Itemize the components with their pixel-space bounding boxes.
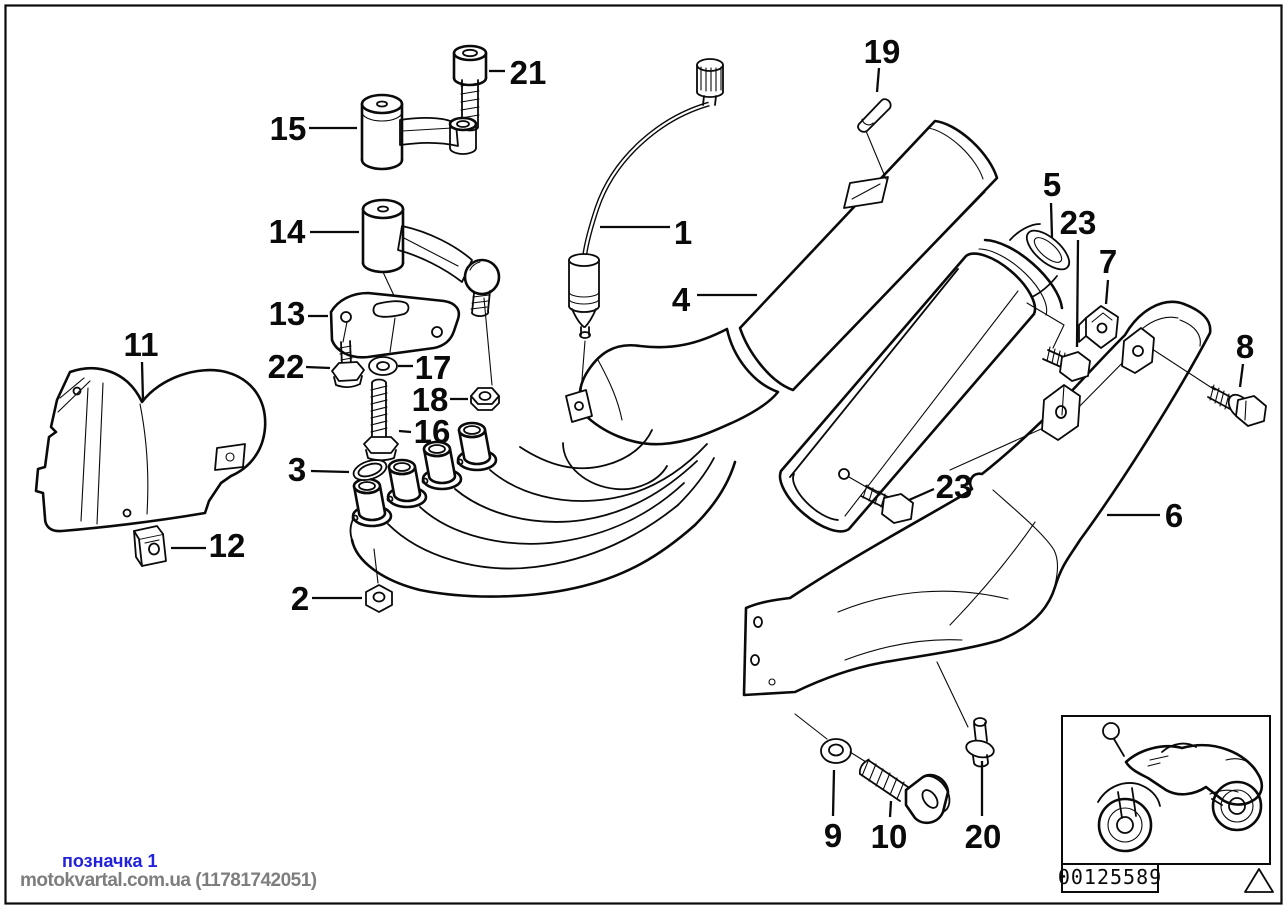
watermark-source: motokvartal.com.ua (11781742051) <box>20 870 317 891</box>
part-exhaust-manifold <box>349 421 737 598</box>
part-1-lambda-sensor <box>565 58 724 423</box>
part-23-bolt-upper <box>1042 346 1091 382</box>
part-20-rivet <box>936 661 995 768</box>
callout-label-7: 7 <box>1099 243 1117 280</box>
callout-label-23-upper: 23 <box>1060 204 1097 241</box>
callout-label-5: 5 <box>1043 166 1061 203</box>
callout-label-23-lower: 23 <box>936 468 973 505</box>
part-16-long-bolt <box>363 378 399 462</box>
part-18-hex-nut <box>470 387 500 411</box>
part-14-link-ball-joint <box>361 198 501 386</box>
thumbnail-box: 00125589 <box>1058 715 1274 893</box>
callout-label-16: 16 <box>414 413 451 450</box>
part-13-bracket-plate <box>329 291 461 359</box>
part-15-link <box>360 93 478 171</box>
callout-label-4: 4 <box>672 281 691 318</box>
lambda-boss <box>565 389 593 423</box>
callout-leaders <box>140 67 1245 818</box>
callout-label-21: 21 <box>510 54 547 91</box>
part-6-heat-shield <box>742 300 1212 697</box>
callout-label-19: 19 <box>864 33 901 70</box>
manifold-port-cup <box>386 458 428 509</box>
callout-label-18: 18 <box>412 381 449 418</box>
callout-label-10: 10 <box>871 818 908 855</box>
callout-label-17: 17 <box>415 349 452 386</box>
callout-label-22: 22 <box>268 348 305 385</box>
callout-label-12: 12 <box>209 527 246 564</box>
part-17-washer <box>368 356 398 376</box>
callout-label-3: 3 <box>288 451 306 488</box>
callout-label-14: 14 <box>269 213 306 250</box>
callout-label-9: 9 <box>824 817 842 854</box>
callout-label-15: 15 <box>270 110 307 147</box>
part-23-bolt-lower <box>860 484 914 524</box>
callout-label-6: 6 <box>1165 497 1183 534</box>
bracket-lower <box>1041 384 1081 441</box>
manifold-port-cup <box>456 421 498 472</box>
part-11-front-heat-shield <box>34 367 267 533</box>
callout-label-1: 1 <box>674 214 692 251</box>
part-front-silencer-cover <box>778 252 1037 533</box>
manifold-port-cup <box>421 440 463 491</box>
part-9-washer <box>794 713 852 764</box>
callout-label-20: 20 <box>965 818 1002 855</box>
part-2-hex-nut <box>365 548 393 613</box>
muffler-bracket-tab <box>843 176 889 209</box>
callout-label-13: 13 <box>269 295 306 332</box>
part-12-clip <box>133 525 167 567</box>
part-10-socket-bolt <box>849 751 951 825</box>
part-22-hex-bolt <box>331 340 365 389</box>
callout-labels: 1 2 3 4 5 6 7 8 9 10 11 12 13 14 15 16 1… <box>124 33 1255 855</box>
callout-label-2: 2 <box>291 580 309 617</box>
warning-triangle-icon <box>1244 868 1274 893</box>
part-number: 00125589 <box>1058 865 1162 889</box>
part-4-muffler <box>578 119 999 446</box>
bracket-upper <box>1121 327 1155 374</box>
part-8-flange-bolt <box>1207 384 1267 427</box>
part-7-clip-nut <box>1078 305 1119 349</box>
callout-label-11: 11 <box>124 326 159 363</box>
part-21-socket-bolt <box>452 44 488 132</box>
callout-label-8: 8 <box>1236 328 1254 365</box>
watermark-caption: позначка 1 <box>62 851 158 871</box>
part-3-gasket-ring <box>352 459 388 481</box>
part-19-pin <box>857 98 892 180</box>
motorcycle-icon <box>1097 722 1264 853</box>
part-number-plate <box>1061 863 1159 893</box>
